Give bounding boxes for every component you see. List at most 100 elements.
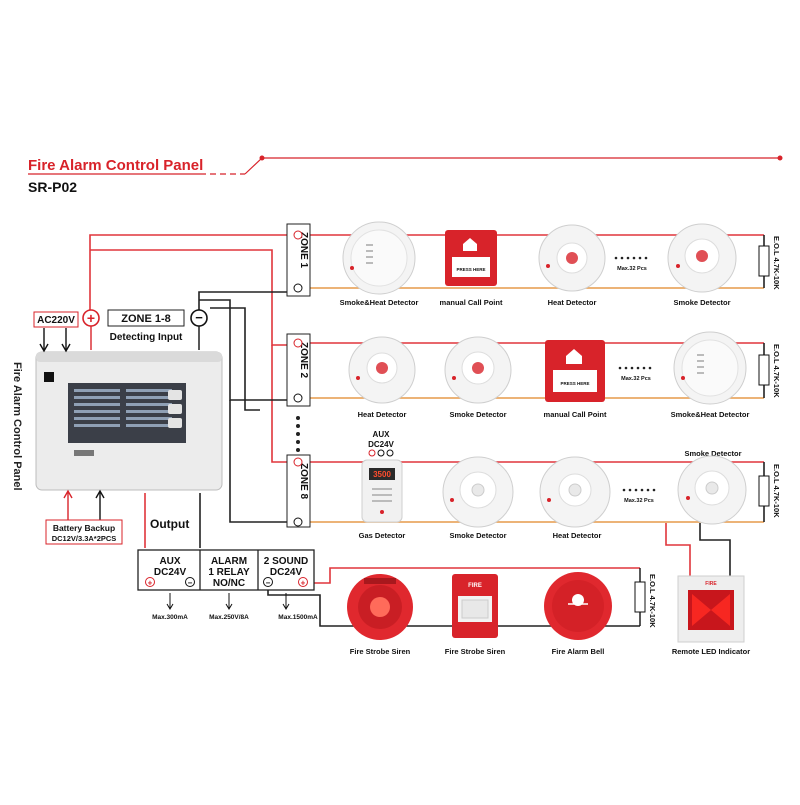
- eol-resistor-zone2: E.O.L 4.7K-10K: [758, 344, 781, 398]
- max-pcs-label: Max.32 Pcs: [624, 498, 654, 504]
- control-panel: Fire Alarm Control Panel: [11, 351, 223, 491]
- sounder-label: Fire Alarm Bell: [552, 647, 605, 656]
- sound-output-voltage: DC24V: [270, 567, 303, 578]
- heat-detector-icon: [538, 224, 606, 292]
- title-decor-line: [244, 157, 780, 175]
- svg-text:FIRE: FIRE: [705, 581, 717, 587]
- decor-dot: [259, 155, 265, 161]
- panel-led-rows: [74, 389, 172, 427]
- fire-strobe-siren-icon: [347, 574, 413, 640]
- device-label: Smoke Detector: [449, 531, 506, 540]
- device-label: Smoke&Heat Detector: [340, 298, 419, 307]
- gas-detector-icon: 3500: [361, 459, 403, 523]
- smoke-detector-icon: [444, 336, 512, 404]
- battery-box: [45, 519, 123, 545]
- device-label: Smoke Detector: [684, 449, 741, 458]
- max-pcs-dots: [614, 256, 648, 260]
- svg-text:E.O.L 4.7K-10K: E.O.L 4.7K-10K: [648, 574, 657, 628]
- eol-resistor-sounder: E.O.L 4.7K-10K: [634, 568, 657, 628]
- remote-led-indicator-icon: FIRE: [677, 575, 745, 643]
- sound-max-label: Max.1500mA: [278, 614, 318, 621]
- gas-aux-title: AUX: [373, 430, 391, 439]
- svg-text:ZONE 2: ZONE 2: [298, 342, 309, 379]
- smoke-detector-icon: [442, 456, 514, 528]
- alarm-contacts-label: NO/NC: [213, 578, 245, 589]
- fire-strobe-siren-icon: FIRE: [452, 574, 498, 638]
- alarm-max-label: Max.250V/8A: [209, 614, 249, 621]
- zone-label-1: ZONE 1: [286, 223, 311, 297]
- aux-output-voltage: DC24V: [154, 567, 187, 578]
- device-label: Smoke Detector: [673, 298, 730, 307]
- device-label: Smoke Detector: [449, 410, 506, 419]
- power-label-box: [33, 311, 79, 328]
- panel-key-icon: [44, 372, 54, 382]
- zone-label-2: ZONE 2: [286, 333, 311, 407]
- device-label: manual Call Point: [544, 410, 607, 419]
- alarm-output-title: ALARM: [211, 556, 247, 567]
- zone-label-8: ZONE 8: [286, 454, 311, 528]
- zone-range-box: [107, 309, 185, 327]
- max-pcs-label: Max.32 Pcs: [617, 266, 647, 272]
- manual-call-point-icon: PRESS HERE: [545, 340, 605, 402]
- device-label: Heat Detector: [358, 410, 407, 419]
- battery-title: Battery Backup: [53, 523, 115, 533]
- max-pcs-label: Max.32 Pcs: [621, 376, 651, 382]
- model-number: SR-P02: [28, 179, 77, 195]
- smoke-detector-icon: [677, 455, 747, 525]
- svg-text:E.O.L 4.7K-10K: E.O.L 4.7K-10K: [772, 464, 781, 518]
- svg-text:−: −: [188, 579, 193, 588]
- smoke-heat-detector-icon: [342, 221, 416, 295]
- svg-text:−: −: [266, 579, 271, 588]
- device-label: Smoke&Heat Detector: [671, 410, 750, 419]
- device-label: Heat Detector: [553, 531, 602, 540]
- heat-detector-icon: [539, 456, 611, 528]
- svg-text:ZONE 1: ZONE 1: [298, 232, 309, 269]
- eol-resistor-zone8: E.O.L 4.7K-10K: [758, 464, 781, 518]
- device-label: Heat Detector: [548, 298, 597, 307]
- detecting-input-label: Detecting Input: [110, 332, 183, 343]
- sounder-label: Remote LED Indicator: [672, 647, 750, 656]
- panel-brand-logo: [74, 450, 94, 456]
- minus-symbol: −: [195, 310, 203, 325]
- manual-call-point-icon: PRESS HERE: [445, 230, 497, 286]
- aux-output-title: AUX: [159, 556, 180, 567]
- svg-text:ZONE 8: ZONE 8: [298, 463, 309, 500]
- device-label: Gas Detector: [359, 531, 406, 540]
- heat-detector-icon: [348, 336, 416, 404]
- aux-max-label: Max.300mA: [152, 614, 188, 621]
- smoke-detector-icon: [667, 223, 737, 293]
- svg-text:3500: 3500: [373, 470, 391, 479]
- alarm-relay-label: 1 RELAY: [208, 567, 250, 578]
- svg-text:PRESS HERE: PRESS HERE: [456, 267, 485, 272]
- panel-vertical-label: Fire Alarm Control Panel: [11, 362, 23, 491]
- decor-dot: [777, 155, 783, 161]
- sounder-label: Fire Strobe Siren: [350, 647, 411, 656]
- svg-text:FIRE: FIRE: [468, 583, 482, 589]
- zone-range-label: ZONE 1-8: [121, 313, 171, 325]
- battery-spec: DC12V/3.3A*2PCS: [52, 534, 117, 543]
- power-label: AC220V: [37, 315, 75, 326]
- smoke-heat-detector-icon: [673, 331, 747, 405]
- sound-output-title: 2 SOUND: [264, 556, 308, 567]
- gas-aux-voltage: DC24V: [368, 440, 394, 449]
- plus-symbol: +: [87, 310, 95, 326]
- svg-text:PRESS HERE: PRESS HERE: [560, 381, 589, 386]
- svg-text:+: +: [148, 579, 153, 588]
- max-pcs-dots: [618, 366, 652, 370]
- fire-alarm-bell-icon: [544, 572, 612, 640]
- zone-ellipsis: [296, 416, 300, 452]
- svg-text:E.O.L 4.7K-10K: E.O.L 4.7K-10K: [772, 344, 781, 398]
- eol-resistor-zone1: E.O.L 4.7K-10K: [758, 236, 781, 290]
- sounder-label: Fire Strobe Siren: [445, 647, 506, 656]
- svg-text:+: +: [301, 579, 306, 588]
- output-terminal-block: AUX DC24V + − ALARM 1 RELAY NO/NC 2 SOUN…: [137, 549, 315, 591]
- svg-text:E.O.L 4.7K-10K: E.O.L 4.7K-10K: [772, 236, 781, 290]
- output-arrows: [166, 593, 290, 610]
- output-label: Output: [150, 517, 189, 531]
- diagram-title: Fire Alarm Control Panel: [28, 157, 203, 174]
- max-pcs-dots: [622, 488, 656, 492]
- device-label: manual Call Point: [440, 298, 503, 307]
- aux-terminals: [368, 449, 394, 457]
